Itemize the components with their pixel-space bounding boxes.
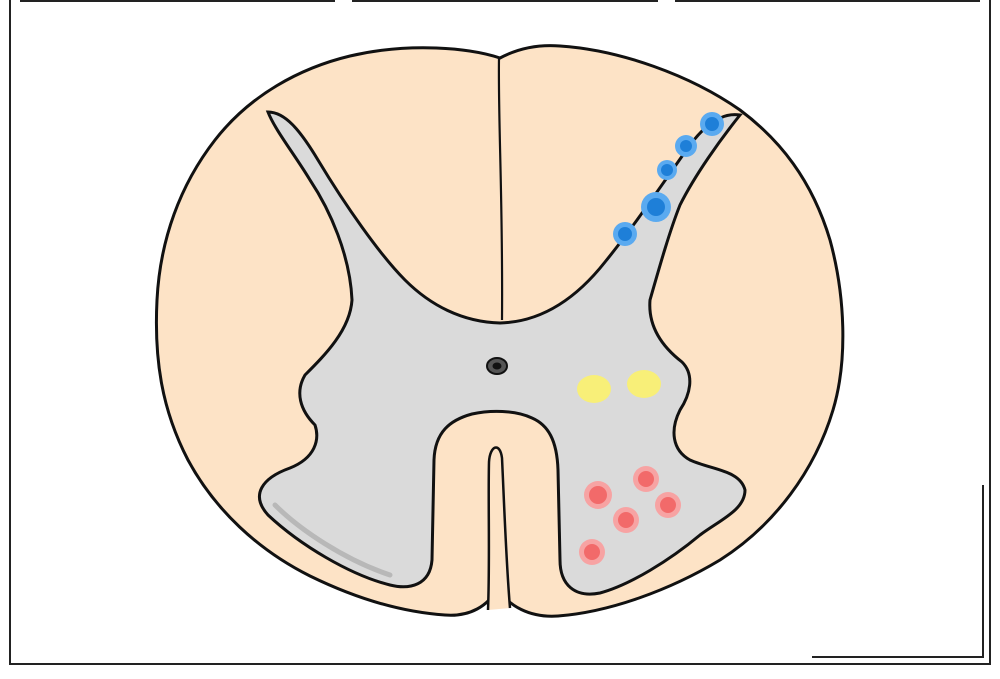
ventral-horn-neurons <box>579 466 681 565</box>
blue-dot <box>680 140 692 152</box>
red-dot <box>589 486 607 504</box>
blue-dot <box>618 227 632 241</box>
dorsal-horn-neurons <box>613 112 724 246</box>
red-dot <box>584 544 600 560</box>
red-dot <box>638 471 654 487</box>
blue-dot <box>705 117 719 131</box>
blue-dot <box>661 164 673 176</box>
blue-dot <box>647 198 665 216</box>
yellow-dot <box>577 375 611 403</box>
red-dot <box>618 512 634 528</box>
red-dot <box>660 497 676 513</box>
posterior-median-septum <box>497 57 504 321</box>
yellow-dot <box>627 370 661 398</box>
corner-bracket <box>812 485 984 658</box>
gray-matter-shade <box>272 502 393 578</box>
central-canal <box>486 357 508 375</box>
gray-matter <box>257 110 747 596</box>
intermediate-neurons <box>577 370 661 403</box>
anterior-median-fissure <box>486 446 512 611</box>
